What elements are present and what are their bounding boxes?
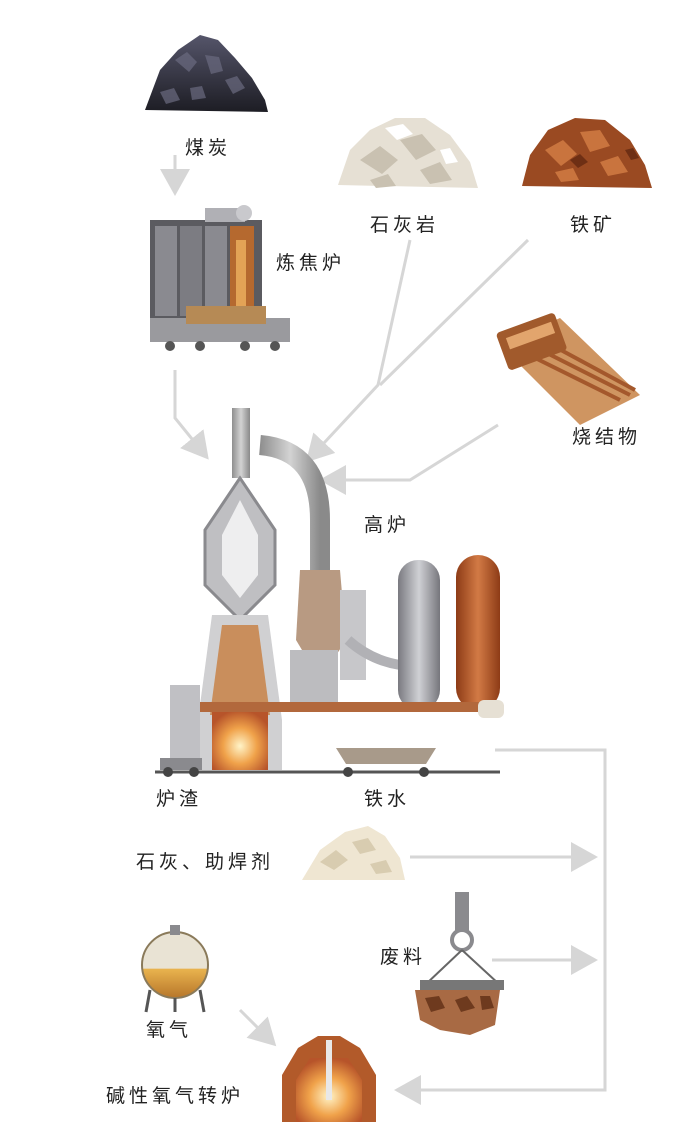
iron-ore-illustration [522, 118, 652, 188]
coal-pile-illustration [145, 35, 268, 112]
label-blast-furnace: 高炉 [364, 514, 410, 536]
arrow-oxygen-to-bof [238, 1008, 277, 1047]
flow-arrows [160, 155, 607, 1105]
label-bof: 碱性氧气转炉 [106, 1085, 244, 1107]
label-oxygen: 氧气 [146, 1019, 192, 1041]
bof-illustration [282, 1036, 376, 1122]
arrow-sinter-to-furnace [319, 423, 499, 495]
label-iron-ore: 铁矿 [570, 214, 616, 236]
blast-furnace-illustration [155, 408, 504, 777]
oxygen-tank-illustration [141, 925, 209, 1013]
label-lime-flux: 石灰、助焊剂 [136, 851, 274, 873]
label-coal: 煤炭 [185, 137, 231, 159]
arrow-oven-to-furnace [173, 370, 209, 460]
arrow-iron-to-bof [394, 748, 607, 1105]
label-coke-oven: 炼焦炉 [276, 252, 345, 274]
label-limestone: 石灰岩 [370, 214, 439, 236]
limestone-illustration [338, 118, 478, 188]
coke-oven-illustration [150, 205, 290, 351]
scrap-crane-illustration [415, 892, 504, 1035]
arrow-ore-to-furnace [378, 238, 530, 387]
label-molten-iron: 铁水 [364, 788, 410, 810]
label-sinter: 烧结物 [572, 426, 641, 448]
label-slag: 炉渣 [156, 788, 202, 810]
label-scrap: 废料 [380, 946, 426, 968]
lime-flux-illustration [302, 826, 405, 880]
arrow-limestone-to-furnace [305, 239, 412, 463]
sinter-illustration [496, 313, 640, 425]
